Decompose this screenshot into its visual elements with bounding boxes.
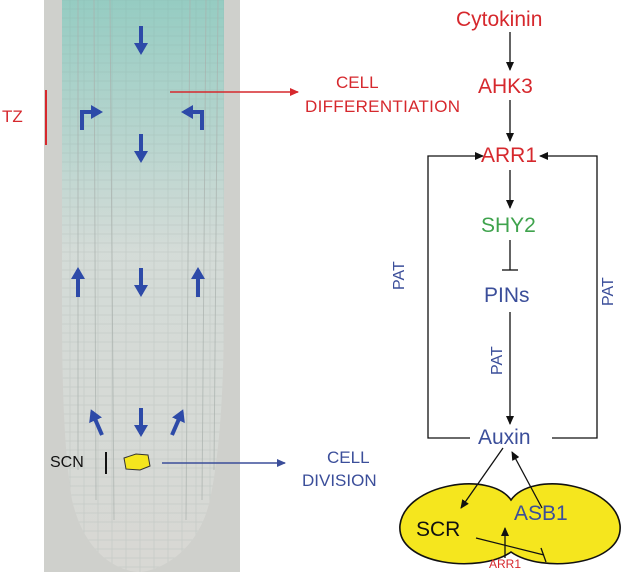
- scn-label: SCN: [50, 454, 84, 471]
- node-shy2: SHY2: [481, 214, 536, 237]
- pat-label-center: PAT: [489, 346, 506, 375]
- inhibit-scr-arr1: [475, 537, 545, 556]
- flow-arrow-turn: [80, 105, 103, 130]
- arrow-asb1-auxin: [511, 451, 543, 509]
- node-scr: SCR: [416, 518, 461, 541]
- pat-label-left: PAT: [391, 261, 408, 290]
- flow-arrow-turn: [181, 105, 204, 130]
- node-arr1: ARR1: [481, 144, 538, 167]
- node-arr1-small: ARR1: [489, 557, 522, 571]
- division-label-line2: DIVISION: [302, 471, 377, 490]
- feedback-left: [427, 152, 484, 439]
- node-pins: PINs: [484, 284, 530, 307]
- quiescent-center: [123, 453, 151, 471]
- pat-label-right: PAT: [600, 277, 617, 306]
- flow-arrow-up: [170, 409, 185, 436]
- flow-arrow-up: [89, 409, 104, 436]
- node-asb1: ASB1: [514, 502, 568, 525]
- node-cytokinin: Cytokinin: [456, 8, 543, 31]
- node-auxin: Auxin: [478, 426, 531, 449]
- differentiation-label-line1: CELL: [336, 73, 379, 92]
- auxin-flow-arrows: [71, 26, 205, 437]
- node-ahk3: AHK3: [478, 75, 533, 98]
- inhibit-bar: [540, 547, 547, 563]
- stem-cell-niche: [399, 483, 621, 565]
- feedback-right: [539, 152, 598, 439]
- division-label-line1: CELL: [327, 448, 370, 467]
- tz-label: TZ: [2, 107, 23, 126]
- arrow-auxin-scr: [460, 447, 504, 509]
- differentiation-label-line2: DIFFERENTIATION: [305, 97, 461, 116]
